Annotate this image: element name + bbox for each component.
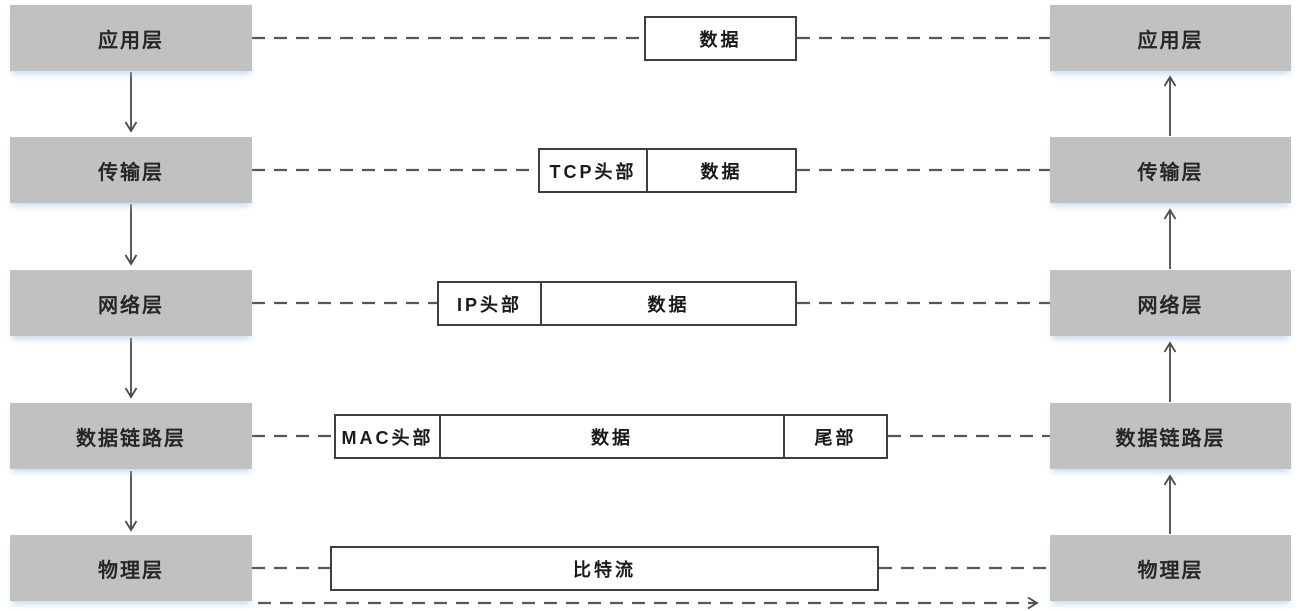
pdu-ethernet-frame: MAC头部 数据 尾部	[334, 414, 888, 459]
sender-layer-datalink: 数据链路层	[10, 403, 252, 469]
pdu-application-data: 数据	[644, 16, 797, 61]
receiver-layer-network: 网络层	[1050, 270, 1291, 336]
sender-layer-application: 应用层	[10, 5, 252, 71]
segment-ip-header: IP头部	[456, 294, 522, 315]
receiver-layer-datalink: 数据链路层	[1050, 403, 1291, 469]
pdu-bitstream: 比特流	[330, 546, 879, 591]
segment-data: 数据	[699, 29, 742, 50]
dashed-connectors	[252, 36, 1050, 570]
segment-tcp-header: TCP头部	[549, 161, 637, 182]
segment-bitstream: 比特流	[573, 559, 636, 580]
receiver-layer-physical: 物理层	[1050, 535, 1291, 601]
sender-layer-network: 网络层	[10, 270, 252, 336]
segment-mac-header: MAC头部	[341, 427, 434, 448]
receiver-layer-application: 应用层	[1050, 5, 1291, 71]
pdu-ip-packet: IP头部 数据	[437, 281, 797, 326]
sender-layer-transport: 传输层	[10, 137, 252, 203]
pdu-tcp-segment: TCP头部 数据	[538, 148, 797, 193]
receiver-layer-transport: 传输层	[1050, 137, 1291, 203]
segment-data: 数据	[439, 416, 783, 457]
segment-data: 数据	[646, 150, 795, 191]
sender-layer-physical: 物理层	[10, 535, 252, 601]
segment-data: 数据	[540, 283, 795, 324]
segment-trailer: 尾部	[783, 416, 886, 457]
